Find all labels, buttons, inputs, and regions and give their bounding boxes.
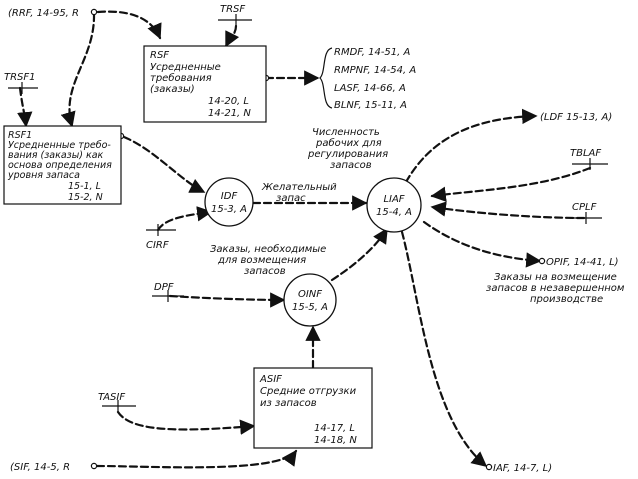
connector-rrf-rsf [96, 10, 162, 40]
annotation-line: запасов [244, 266, 286, 277]
sink-opif: OPIF, 14-41, L) [546, 257, 619, 268]
rsf1-ref: 15-1, L [68, 181, 101, 192]
rsf-box: RSF Усредненные требования (заказы) 14-2… [143, 45, 267, 123]
connector-cplf-liaf [430, 201, 586, 220]
annotation-line: Заказы, необходимые [210, 243, 326, 255]
oinf-node: OINF 15-5, A [283, 273, 337, 327]
asif-line: из запасов [260, 398, 317, 409]
annotation-desired-stock: Желательный запас [261, 182, 337, 204]
connector-sif-asif [95, 449, 298, 469]
source-tasif: TASIF [98, 392, 125, 403]
connector-rrf-rsf1 [60, 12, 96, 128]
source-cirf: CIRF [146, 240, 169, 251]
source-rrf: (RRF, 14-95, R [8, 8, 79, 19]
rsf-line: (заказы) [150, 84, 195, 95]
annotation-line: запасов [330, 160, 372, 171]
connector-tasif-asif [116, 410, 256, 435]
annotation-line: Численность [312, 127, 380, 138]
rsf1-label: RSF1 [8, 130, 32, 141]
rsf1-line: Усредненные требо- [8, 140, 111, 151]
asif-line: Средние отгрузки [260, 386, 357, 397]
annotation-line: производстве [530, 294, 603, 305]
connector-liaf-tblaf [430, 166, 592, 202]
rsf-line: Усредненные [150, 62, 221, 73]
sink-iaf: IAF, 14-7, L) [493, 463, 552, 474]
rsf1-line: основа определения [8, 160, 112, 171]
dot-sif [90, 462, 98, 470]
output-rmdf: RMDF, 14-51, A [334, 47, 411, 58]
asif-label: ASIF [259, 374, 282, 385]
sink-tblaf: TBLAF [570, 148, 601, 159]
asif-ref: 14-18, N [314, 435, 357, 446]
sink-cplf: CPLF [572, 202, 597, 213]
oinf-ref: 15-5, A [292, 302, 328, 313]
liaf-name: LIAF [383, 194, 404, 205]
source-trsf: TRSF [220, 4, 245, 15]
asif-box: ASIF Средние отгрузки из запасов 14-17, … [253, 367, 373, 449]
connector-liaf-ldf [404, 108, 538, 184]
rsf1-line: вания (заказы) как [8, 150, 104, 161]
sink-ldf: (LDF 15-13, A) [540, 112, 612, 123]
source-sif: (SIF, 14-5, R [10, 462, 70, 473]
annotation-workforce: Численность рабочих для регулирования за… [307, 127, 388, 171]
liaf-node: LIAF 15-4, A [366, 177, 422, 233]
connector-oinf-liaf [330, 227, 389, 282]
asif-ref: 14-17, L [314, 423, 355, 434]
rsf1-ref: 15-2, N [68, 192, 103, 203]
output-blnf: BLNF, 15-11, A [334, 100, 407, 111]
connector-trsf1-rsf1 [17, 86, 33, 128]
source-dpf: DPF [154, 282, 174, 293]
connector-trsf-rsf [224, 24, 240, 48]
connector-rsf1-idf [122, 135, 206, 194]
annotation-orders-wip: Заказы на возмещение запасов в незаверше… [486, 272, 625, 305]
liaf-ref: 15-4, A [376, 207, 412, 218]
dot-rrf [90, 8, 98, 16]
annotation-orders-needed: Заказы, необходимые для возмещения запас… [210, 243, 326, 277]
annotation-line: запасов в незавершенном [486, 283, 625, 294]
rsf1-box: RSF1 Усредненные требо- вания (заказы) к… [3, 125, 122, 205]
annotation-line: запас [276, 193, 306, 204]
connector-cirf-idf [156, 206, 213, 232]
annotation-line: рабочих для [315, 137, 382, 149]
rsf-line: требования [150, 72, 212, 84]
idf-ref: 15-3, A [211, 204, 247, 215]
annotation-line: для возмещения [217, 255, 306, 266]
dot-opif [538, 257, 546, 265]
source-trsf1: TRSF1 [4, 72, 36, 83]
rsf-label: RSF [150, 50, 169, 61]
outputs-brace [319, 47, 333, 109]
annotation-line: Заказы на возмещение [494, 272, 617, 283]
output-lasf: LASF, 14-66, A [334, 83, 406, 94]
annotation-line: Желательный [261, 182, 337, 193]
connector-liaf-iaf [400, 230, 488, 468]
rsf-ref: 14-21, N [208, 108, 251, 119]
oinf-name: OINF [298, 289, 322, 300]
idf-node: IDF 15-3, A [204, 177, 254, 227]
output-rmpnf: RMPNF, 14-54, A [334, 65, 416, 76]
rsf1-line: уровня запаса [7, 170, 80, 181]
annotation-line: регулирования [307, 149, 388, 160]
rsf-ref: 14-20, L [208, 96, 249, 107]
connector-dpf-oinf [168, 292, 286, 308]
connector-liaf-opif [422, 220, 542, 268]
idf-name: IDF [221, 191, 238, 202]
dot-iaf [485, 463, 493, 471]
